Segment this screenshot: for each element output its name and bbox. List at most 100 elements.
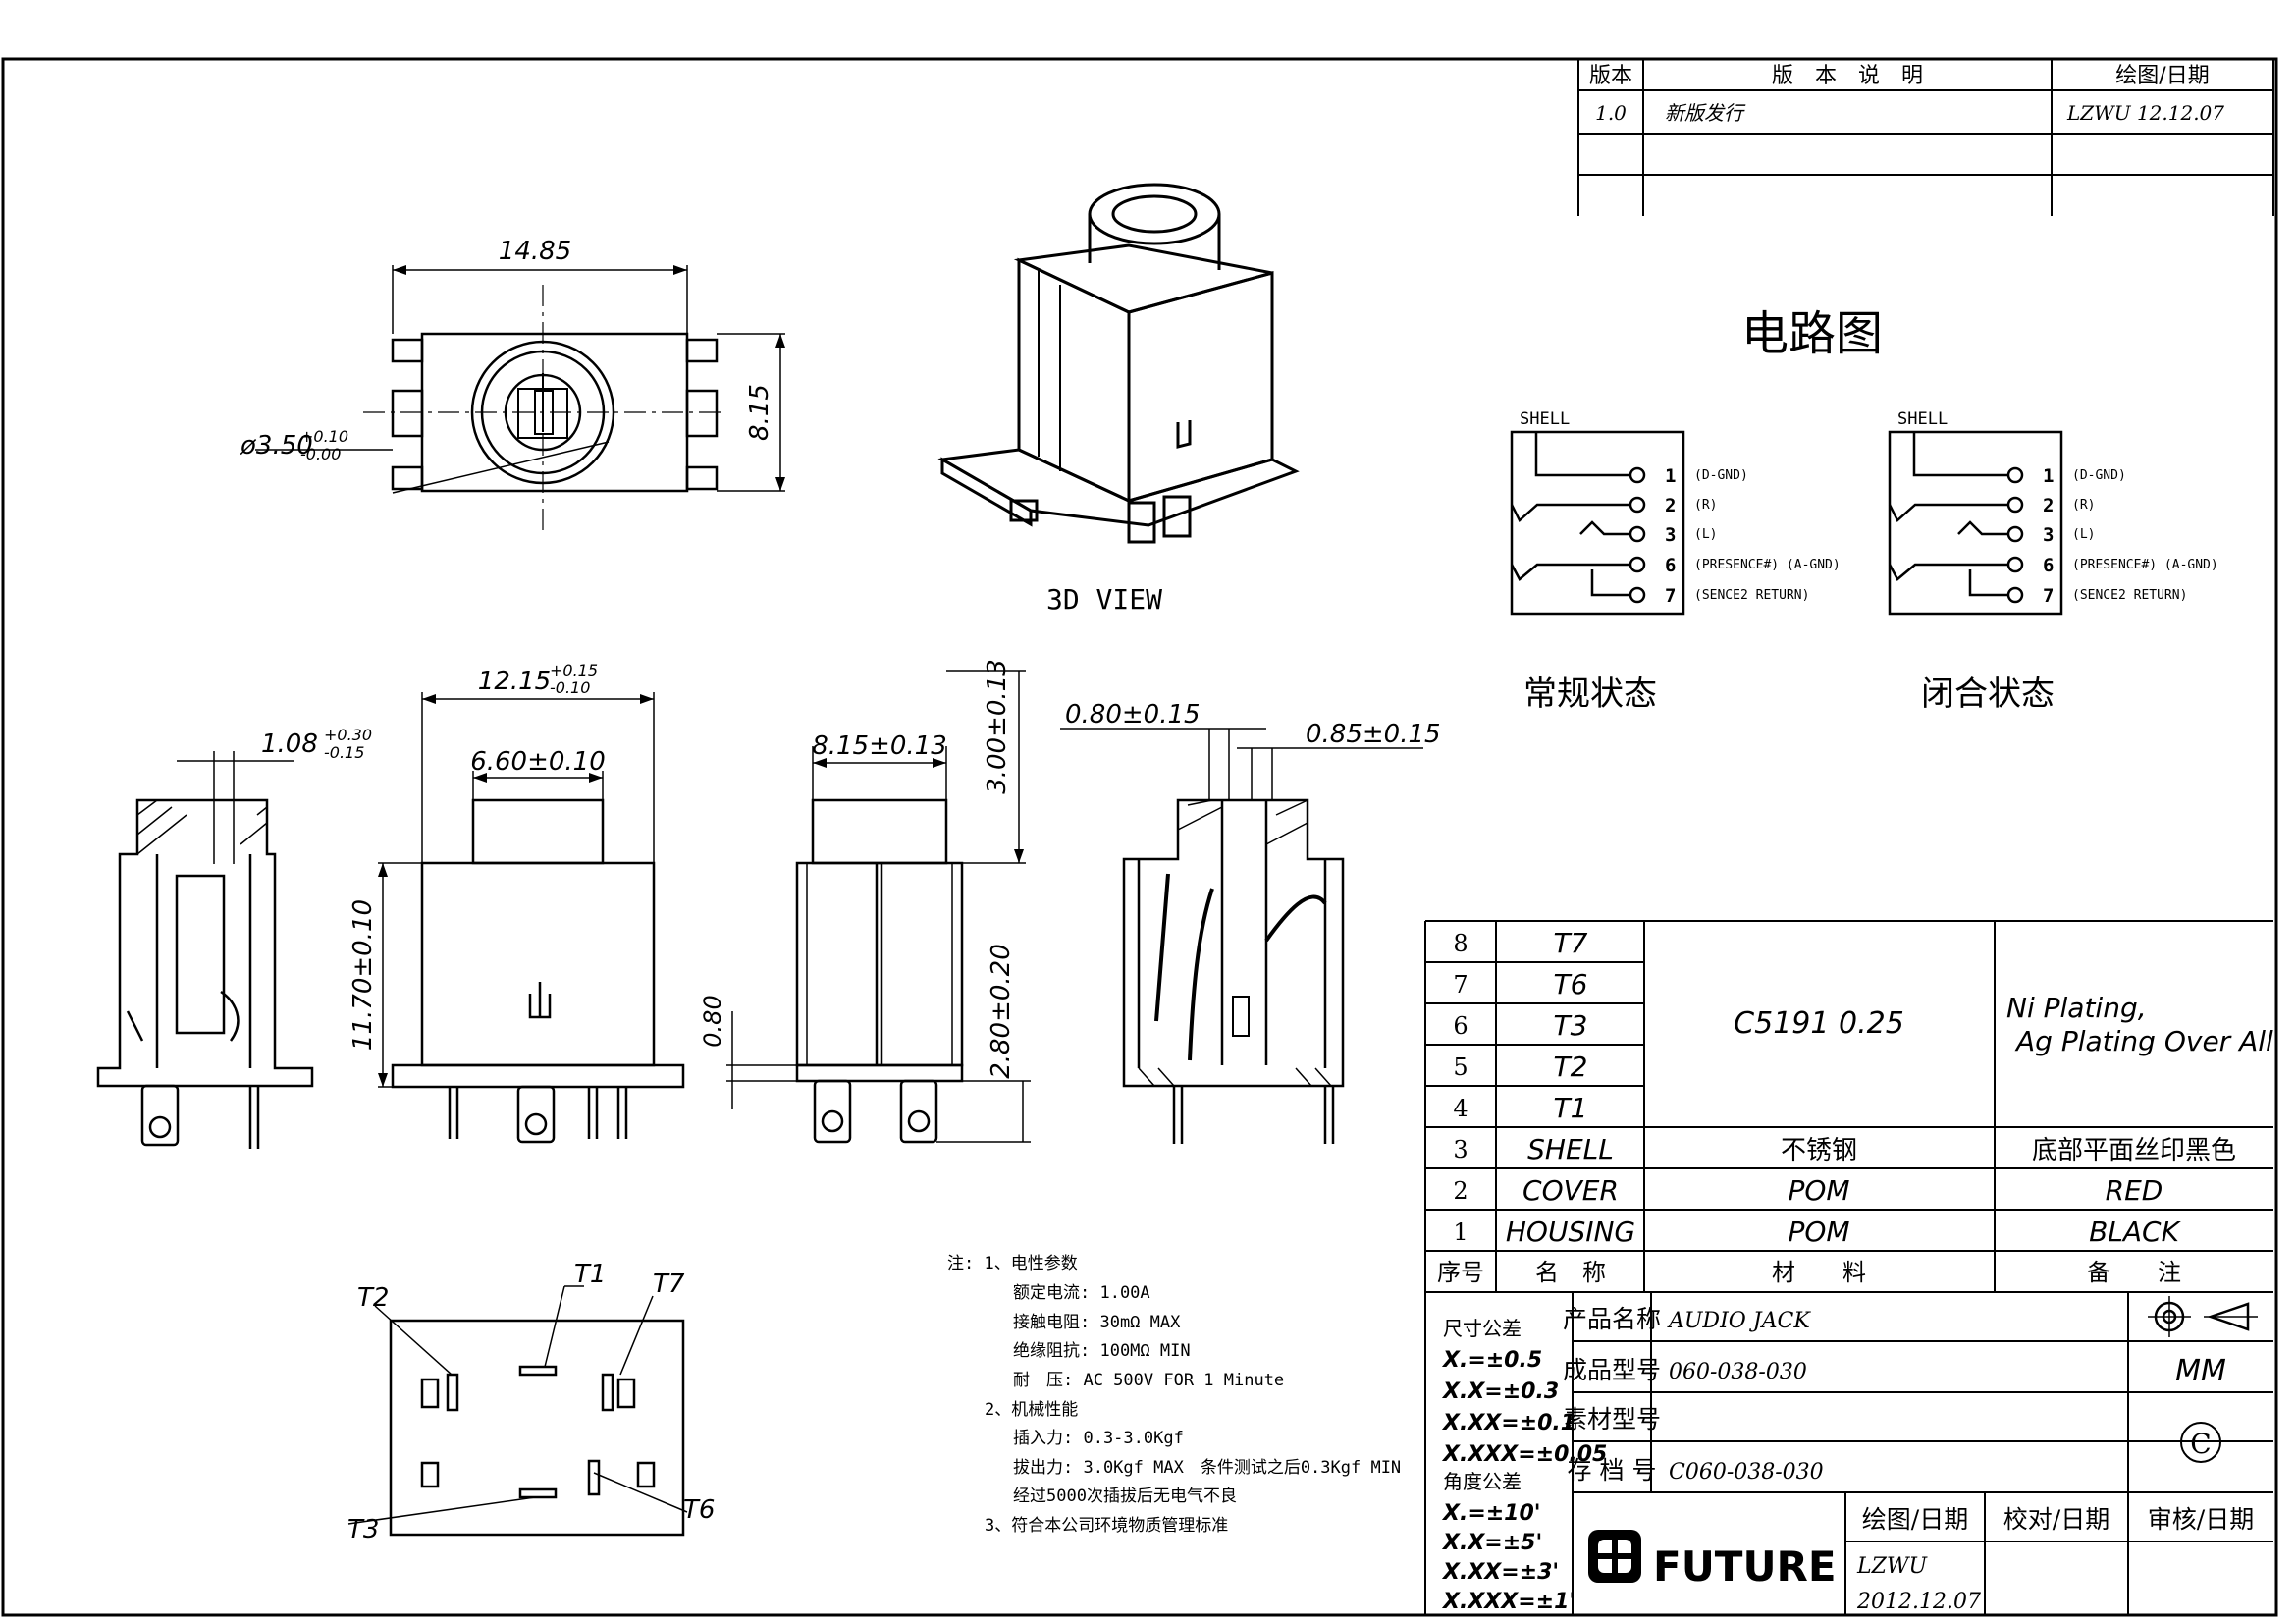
iso-view [937, 183, 1300, 544]
front-view [378, 692, 685, 1144]
rev-header-version: 版本 [1589, 64, 1632, 88]
note-line: 耐 压: AC 500V FOR 1 Minute [1013, 1371, 1284, 1390]
note-line: 经过5000次插拔后无电气不良 [1013, 1487, 1237, 1506]
angle-item: X.XXX=±1' [1441, 1590, 1575, 1614]
note-line: 2、机械性能 [985, 1400, 1078, 1420]
pin-desc: (L) [2072, 527, 2095, 542]
pin-desc: (PRESENCE#) (A-GND) [1694, 558, 1841, 572]
bom-material: 不锈钢 [1781, 1136, 1857, 1165]
dim-front-tol-minus: -0.10 [550, 678, 590, 697]
note-line: 3、符合本公司环境物质管理标准 [985, 1516, 1228, 1536]
pin-num: 6 [1665, 555, 1676, 576]
copyright-mark: C [2190, 1428, 2211, 1460]
bom-name: T3 [1554, 1009, 1588, 1042]
angle-item: X.XX=±3' [1441, 1560, 1559, 1585]
sheet-border [1, 57, 2278, 1617]
pin-desc: (SENCE2 RETURN) [1694, 588, 1809, 603]
note-line: 绝缘阻抗: 100MΩ MIN [1013, 1341, 1191, 1361]
bottom-label-t7: T7 [653, 1270, 685, 1299]
circuit-closed [1888, 430, 2063, 616]
approve-label: 审核/日期 [2148, 1505, 2254, 1534]
bom-no: 7 [1453, 971, 1468, 999]
pin-num: 1 [1665, 465, 1676, 487]
tol-item: X.X=±0.3 [1441, 1379, 1559, 1404]
model-label: 成品型号 [1563, 1356, 1661, 1384]
dim-side-pin: 0.80 [699, 995, 726, 1047]
dim-top-height: 8.15 [745, 384, 774, 441]
note-line: 额定电流: 1.00A [1013, 1283, 1150, 1303]
tol-title: 尺寸公差 [1443, 1317, 1522, 1340]
pin-desc: (PRESENCE#) (A-GND) [2072, 558, 2218, 572]
terminal-remark-2: Ag Plating Over All [2014, 1025, 2273, 1057]
dim-top-width: 14.85 [499, 237, 571, 266]
bom-no: 3 [1453, 1136, 1468, 1163]
state-normal-label: 常规状态 [1523, 675, 1657, 714]
angle-item: X.X=±5' [1441, 1531, 1542, 1555]
bom-name: T6 [1554, 968, 1588, 1000]
terminal-material: C5191 0.25 [1734, 1006, 1904, 1041]
bom-no: 2 [1453, 1177, 1468, 1205]
pin-num: 7 [1665, 585, 1676, 607]
check-label: 校对/日期 [2003, 1505, 2109, 1534]
right-section-view [1060, 728, 1423, 1144]
pin-num: 3 [2043, 524, 2054, 546]
bom-name: SHELL [1527, 1133, 1614, 1165]
iso-view-label: 3D VIEW [1046, 583, 1162, 616]
pin-desc: (L) [1694, 527, 1717, 542]
dim-front-height: 11.70±0.10 [348, 899, 378, 1051]
pin-desc: (R) [1694, 498, 1717, 513]
drawn-by: LZWU [1856, 1554, 1929, 1579]
dim-bore-tol-plus: +0.10 [300, 427, 348, 446]
pin-desc: (D-GND) [1694, 468, 1748, 483]
terminal-remark-1: Ni Plating, [2006, 992, 2147, 1024]
tol-item: X.=±0.5 [1441, 1348, 1542, 1373]
dim-front-width: 12.15 [478, 667, 551, 696]
state-closed-label: 闭合状态 [1921, 675, 2055, 714]
bom-no: 5 [1453, 1054, 1468, 1081]
left-section-view [96, 751, 314, 1149]
tolerance-block: 尺寸公差 X.=±0.5 X.X=±0.3 X.XX=±0.1 X.XXX=±0… [1441, 1317, 1607, 1614]
bom-no: 1 [1453, 1218, 1468, 1246]
bom-no: 4 [1453, 1095, 1468, 1122]
rev-drawn: LZWU 12.12.07 [2066, 101, 2224, 125]
dim-side-pin-len: 2.80±0.20 [987, 944, 1016, 1079]
dim-left-tol-minus: -0.15 [324, 743, 364, 762]
bom-name: T7 [1554, 927, 1588, 959]
angle-item: X.=±10' [1441, 1501, 1541, 1526]
note-line: 拔出力: 3.0Kgf MAX 条件测试之后0.3Kgf MIN [1013, 1458, 1401, 1478]
bom-table [1424, 920, 2273, 1615]
model: 060-038-030 [1669, 1360, 1807, 1384]
note-line: 接触电阻: 30mΩ MAX [1013, 1313, 1181, 1332]
bom-rows: 8 T7 7 T6 6 T3 5 T2 4 T1 3 SHELL 不锈钢 底部平… [1453, 927, 2236, 1248]
rev-header-desc: 版 本 说 明 [1772, 64, 1923, 88]
bom-no: 6 [1453, 1012, 1468, 1040]
unit: MM [2175, 1354, 2226, 1388]
rev-header-drawn: 绘图/日期 [2115, 64, 2209, 88]
title-block [1572, 1292, 2273, 1615]
note-line: 插入力: 0.3-3.0Kgf [1013, 1429, 1184, 1448]
pin-num: 2 [2043, 495, 2054, 516]
circuit-title: 电路图 [1741, 306, 1883, 361]
dim-front-tol-plus: +0.15 [550, 661, 598, 679]
circuit-normal [1510, 430, 1685, 616]
bom-remark: 底部平面丝印黑色 [2032, 1136, 2236, 1165]
note-line: 注: 1、电性参数 [947, 1254, 1078, 1273]
bom-material: POM [1788, 1216, 1849, 1248]
pin-desc: (R) [2072, 498, 2095, 513]
company-logo: FUTURE [1588, 1530, 1837, 1591]
rev-version: 1.0 [1595, 101, 1627, 125]
bottom-label-t6: T6 [683, 1495, 715, 1525]
dim-bore-tol-minus: -0.00 [300, 445, 341, 463]
product-name: AUDIO JACK [1667, 1309, 1811, 1333]
bottom-label-t1: T1 [574, 1260, 606, 1289]
bom-material: POM [1788, 1174, 1849, 1207]
bom-name: T1 [1554, 1092, 1588, 1124]
pin-num: 6 [2043, 555, 2054, 576]
pin-num: 2 [1665, 495, 1676, 516]
bom-header-remark: 备 注 [2087, 1259, 2181, 1286]
bom-remark: RED [2106, 1174, 2163, 1207]
rev-desc: 新版发行 [1665, 101, 1746, 125]
dim-right-a: 0.80±0.15 [1065, 700, 1201, 730]
bom-name: HOUSING [1506, 1216, 1635, 1248]
